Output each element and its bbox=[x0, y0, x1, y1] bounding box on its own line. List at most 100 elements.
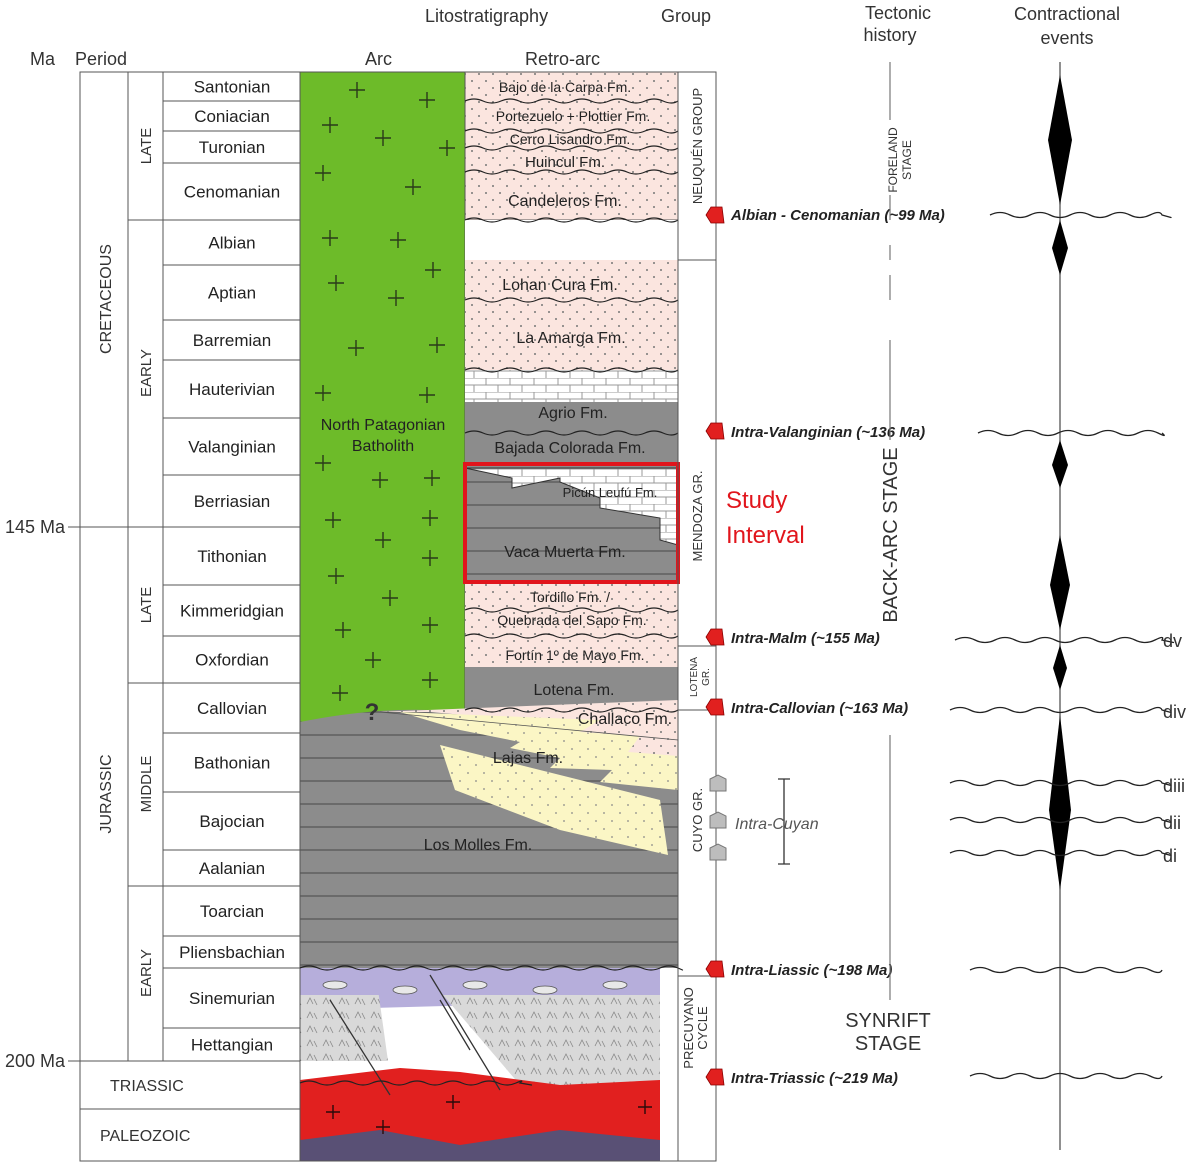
foreland-stage-2: STAGE bbox=[900, 140, 914, 180]
contractional-header-2: events bbox=[1040, 28, 1093, 48]
group-header: Group bbox=[661, 6, 711, 26]
unconformity-line bbox=[464, 128, 679, 134]
retroarc-column bbox=[299, 71, 684, 1162]
formation-label: Vaca Muerta Fm. bbox=[504, 544, 626, 561]
age-label: Cenomanian bbox=[184, 183, 280, 202]
tectonic-header-1: Tectonic bbox=[865, 3, 931, 23]
unconformity-line bbox=[464, 169, 679, 175]
event-labels: dv div diii dii di bbox=[1163, 631, 1186, 866]
granite-cross bbox=[439, 140, 455, 156]
granite-cross bbox=[390, 232, 406, 248]
granite-cross bbox=[372, 472, 388, 488]
unconformity-line bbox=[299, 1080, 533, 1086]
synrift-stage-2: STAGE bbox=[855, 1033, 921, 1055]
age-label: Albian bbox=[208, 234, 255, 253]
formation-label: Challaco Fm. bbox=[578, 711, 672, 728]
event-dv: dv bbox=[1163, 631, 1182, 651]
foreland-stage-1: FORELAND bbox=[886, 127, 900, 193]
group-lotena-2: GR. bbox=[701, 668, 712, 686]
age-label: Valanginian bbox=[188, 438, 276, 457]
formation-label: Tordillo Fm. / bbox=[530, 589, 610, 605]
arc-column: North Patagonian Batholith bbox=[299, 71, 466, 723]
age-label: Barremian bbox=[193, 331, 271, 350]
granite-cross bbox=[405, 179, 421, 195]
event-wave bbox=[954, 636, 1175, 644]
granite-cross bbox=[425, 262, 441, 278]
formation-label: Lotena Fm. bbox=[534, 682, 615, 699]
age-label: Toarcian bbox=[200, 902, 264, 921]
granite-cross bbox=[348, 340, 364, 356]
batholith-question: ? bbox=[365, 699, 380, 726]
contractional-header-1: Contractional bbox=[1014, 4, 1120, 24]
formation-label: Portezuelo + Plottier Fm. bbox=[496, 108, 650, 124]
granite-cross bbox=[422, 617, 438, 633]
group-column bbox=[677, 71, 717, 1162]
age-label: Coniacian bbox=[194, 107, 270, 126]
formation-label: Los Molles Fm. bbox=[424, 837, 532, 854]
unconformity-line bbox=[464, 217, 679, 223]
granite-cross bbox=[328, 568, 344, 584]
granite-cross bbox=[315, 165, 331, 181]
age-label: Kimmeridgian bbox=[180, 602, 284, 621]
unconformity-line bbox=[299, 965, 684, 971]
granite-cross bbox=[422, 550, 438, 566]
granite-cross bbox=[365, 652, 381, 668]
unconformity-marker bbox=[705, 1068, 725, 1086]
granite-cross bbox=[322, 230, 338, 246]
event-wave bbox=[949, 816, 1172, 824]
formation-label: Fortín 1º de Mayo Fm. bbox=[506, 647, 645, 663]
formation-label: Lohan Cura Fm. bbox=[502, 277, 618, 294]
subperiod-late-cretaceous: LATE bbox=[138, 128, 155, 164]
age-label: Tithonian bbox=[197, 547, 266, 566]
event-wave bbox=[969, 966, 1163, 974]
headers: Ma Period Litostratigraphy Group Arc Ret… bbox=[30, 3, 1120, 69]
event-diii: diii bbox=[1163, 776, 1185, 796]
age-label: Berriasian bbox=[194, 492, 271, 511]
granite-cross bbox=[382, 590, 398, 606]
granite-cross bbox=[375, 130, 391, 146]
ma-label-145: 145 Ma bbox=[5, 517, 66, 537]
study-interval-label-1: Study bbox=[726, 487, 787, 514]
period-jurassic: JURASSIC bbox=[98, 754, 115, 833]
formation-label: La Amarga Fm. bbox=[516, 330, 625, 347]
unconformity-line bbox=[464, 98, 679, 104]
backarc-stage: BACK-ARC STAGE bbox=[880, 447, 902, 622]
unconformity-markers bbox=[705, 206, 725, 1086]
batholith-label-2: Batholith bbox=[352, 438, 414, 455]
age-label: Hauterivian bbox=[189, 380, 275, 399]
granite-cross bbox=[335, 622, 351, 638]
granite-cross bbox=[419, 92, 435, 108]
age-label: Pliensbachian bbox=[179, 943, 285, 962]
arc-header: Arc bbox=[365, 49, 392, 69]
retroarc-header: Retro-arc bbox=[525, 49, 600, 69]
event-wave bbox=[977, 429, 1165, 437]
age-column: SantonianConiacianTuronianCenomanianAlbi… bbox=[162, 71, 301, 1062]
granite-cross bbox=[422, 672, 438, 688]
formation-labels: Bajo de la Carpa Fm. Portezuelo + Plottie… bbox=[424, 79, 672, 854]
unconformity-marker bbox=[705, 960, 725, 978]
formation-label: Picún Leufú Fm. bbox=[563, 485, 658, 500]
tectonic-header-2: history bbox=[863, 25, 916, 45]
event-wave bbox=[989, 211, 1172, 219]
subperiod-middle-jurassic: MIDDLE bbox=[138, 756, 155, 813]
age-label: Hettangian bbox=[191, 1036, 273, 1055]
unconformity-line bbox=[464, 145, 679, 151]
intra-cuyan-label: Intra-Cuyan bbox=[735, 816, 819, 833]
ma-label-200: 200 Ma bbox=[5, 1051, 66, 1071]
formation-label: Agrio Fm. bbox=[538, 405, 607, 422]
age-label: Callovian bbox=[197, 699, 267, 718]
subperiod-early-cretaceous: EARLY bbox=[138, 349, 155, 397]
group-precuyano-2: CYCLE bbox=[695, 1006, 710, 1050]
unconformity-line bbox=[464, 297, 679, 303]
unconformity-triassic: Intra-Triassic (~219 Ma) bbox=[731, 1070, 898, 1087]
formation-label: Bajo de la Carpa Fm. bbox=[499, 79, 631, 95]
group-precuyano-1: PRECUYANO bbox=[681, 987, 696, 1068]
unconformity-marker bbox=[705, 422, 725, 440]
formation-label: Bajada Colorada Fm. bbox=[494, 440, 645, 457]
study-interval-label-2: Interval bbox=[726, 522, 805, 549]
granite-cross bbox=[388, 290, 404, 306]
litho-header: Litostratigraphy bbox=[425, 6, 548, 26]
granite-cross bbox=[322, 117, 338, 133]
